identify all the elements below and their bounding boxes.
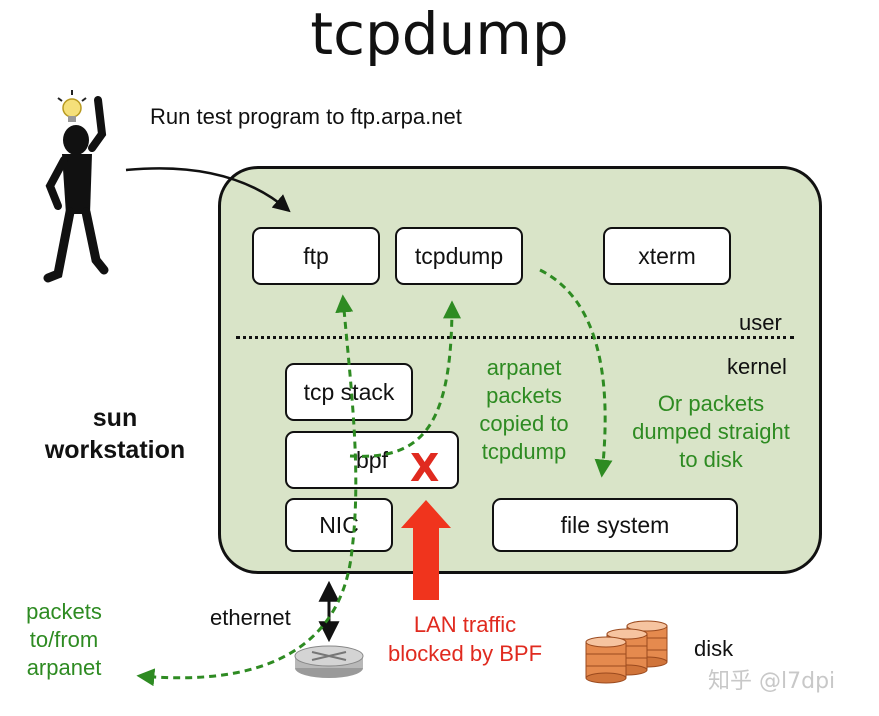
note-line: to/from: [29, 627, 99, 652]
tcpdump-box[interactable]: tcpdump: [395, 227, 523, 285]
note-line: packets: [26, 599, 102, 624]
note-line: packets: [486, 383, 562, 408]
note-line: Or packets: [657, 391, 765, 416]
disk-icon: [585, 620, 668, 684]
note-line: copied to: [479, 411, 569, 436]
user-layer-label: user: [739, 310, 782, 335]
note-line: LAN traffic: [413, 612, 517, 637]
dumped-to-disk-note: Or packets dumped straight to disk: [618, 390, 804, 474]
disk-dump-path: [539, 268, 613, 478]
ftp-label: ftp: [303, 242, 329, 269]
file-system-box[interactable]: file system: [492, 498, 738, 552]
xterm-box[interactable]: xterm: [603, 227, 731, 285]
note-line: blocked by BPF: [387, 641, 543, 666]
note-line: tcpdump: [481, 439, 567, 464]
command-arrow: [125, 167, 291, 213]
ftp-box[interactable]: ftp: [252, 227, 380, 285]
bpf-copy-path: [349, 300, 461, 458]
page-title: tcpdump: [310, 0, 569, 68]
lan-traffic-note: LAN traffic blocked by BPF: [374, 610, 556, 668]
file-system-label: file system: [560, 511, 670, 538]
person-icon: [43, 90, 109, 283]
note-line: arpanet: [486, 355, 562, 380]
note-line: dumped straight: [632, 419, 790, 444]
disk-label: disk: [694, 636, 734, 661]
user-kernel-divider: [236, 336, 794, 339]
note-line: arpanet: [26, 655, 102, 680]
tcpdump-label: tcpdump: [414, 242, 504, 269]
packets-to-from-note: packets to/from arpanet: [14, 598, 114, 682]
kernel-layer-label: kernel: [727, 354, 787, 379]
blocked-x-mark: X: [410, 446, 440, 490]
instruction-text: Run test program to ftp.arpa.net: [150, 104, 462, 129]
watermark: 知乎 @l7dpi: [708, 669, 836, 694]
router-icon: [294, 645, 364, 678]
arpanet-copied-note: arpanet packets copied to tcpdump: [466, 354, 582, 466]
lan-traffic-arrow: [401, 500, 451, 600]
xterm-label: xterm: [638, 242, 696, 269]
ftp-traffic-path: [136, 294, 358, 687]
note-line: to disk: [679, 447, 743, 472]
bpf-label: bpf: [356, 446, 388, 473]
